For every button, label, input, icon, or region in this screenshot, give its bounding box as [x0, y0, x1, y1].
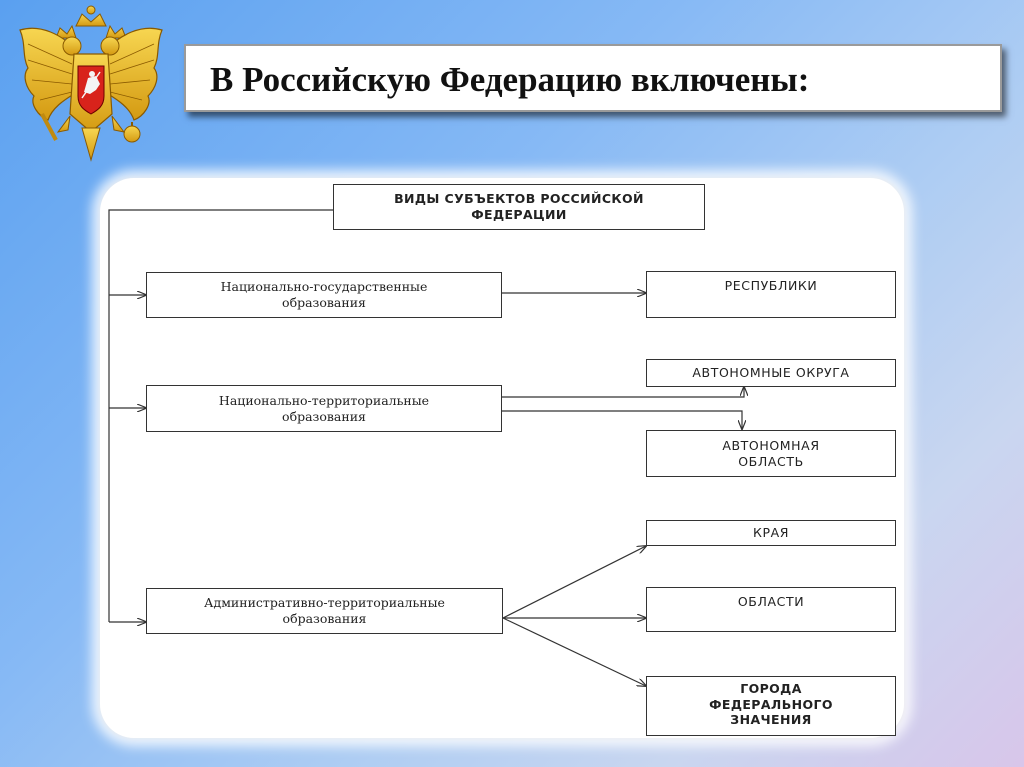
category-administrative-territorial: Административно-территориальные образова… — [146, 588, 503, 634]
connector-to-cities — [502, 617, 646, 686]
category-national-state: Национально-государственные образования — [146, 272, 502, 318]
category-label: Национально-государственные — [220, 279, 428, 295]
subject-label: АВТОНОМНАЯ — [722, 437, 820, 453]
subject-federal-cities: ГОРОДА ФЕДЕРАЛЬНОГО ЗНАЧЕНИЯ — [646, 676, 896, 736]
title-box: В Российскую Федерацию включены: — [184, 44, 1002, 112]
root-node: ВИДЫ СУБЪЕКТОВ РОССИЙСКОЙ ФЕДЕРАЦИИ — [333, 184, 705, 230]
subject-label: ОБЛАСТИ — [737, 594, 805, 609]
subject-krai: КРАЯ — [646, 520, 896, 546]
subject-autonomous-okrugs: АВТОНОМНЫЕ ОКРУГА — [646, 359, 896, 387]
subject-label: АВТОНОМНЫЕ ОКРУГА — [692, 365, 850, 381]
category-label: образования — [282, 408, 366, 424]
connector-root-trunk — [108, 209, 333, 622]
subject-republics: РЕСПУБЛИКИ — [646, 271, 896, 318]
subject-label: ОБЛАСТЬ — [738, 453, 804, 469]
category-label: Национально-территориальные — [218, 392, 430, 408]
subject-oblasti: ОБЛАСТИ — [646, 587, 896, 632]
subject-label: ГОРОДА — [740, 681, 802, 696]
category-label: Административно-территориальные — [204, 595, 445, 611]
subject-label: КРАЯ — [752, 525, 790, 541]
connector-to-autonomous-okrugs — [502, 387, 744, 398]
subject-label: ФЕДЕРАЛЬНОГО — [709, 696, 833, 712]
root-line-2: ФЕДЕРАЦИИ — [471, 207, 567, 222]
connector-to-krai — [502, 546, 646, 619]
category-label: образования — [282, 611, 367, 626]
connector-to-autonomous-oblast — [502, 410, 742, 429]
slide-title: В Российскую Федерацию включены: — [210, 60, 810, 99]
category-national-territorial: Национально-территориальные образования — [146, 385, 502, 432]
coat-of-arms-icon — [12, 4, 170, 164]
subject-label: ЗНАЧЕНИЯ — [730, 712, 812, 728]
subject-autonomous-oblast: АВТОНОМНАЯ ОБЛАСТЬ — [646, 430, 896, 477]
category-label: образования — [282, 295, 366, 310]
root-line-1: ВИДЫ СУБЪЕКТОВ РОССИЙСКОЙ — [394, 191, 644, 207]
subject-label: РЕСПУБЛИКИ — [724, 278, 818, 293]
